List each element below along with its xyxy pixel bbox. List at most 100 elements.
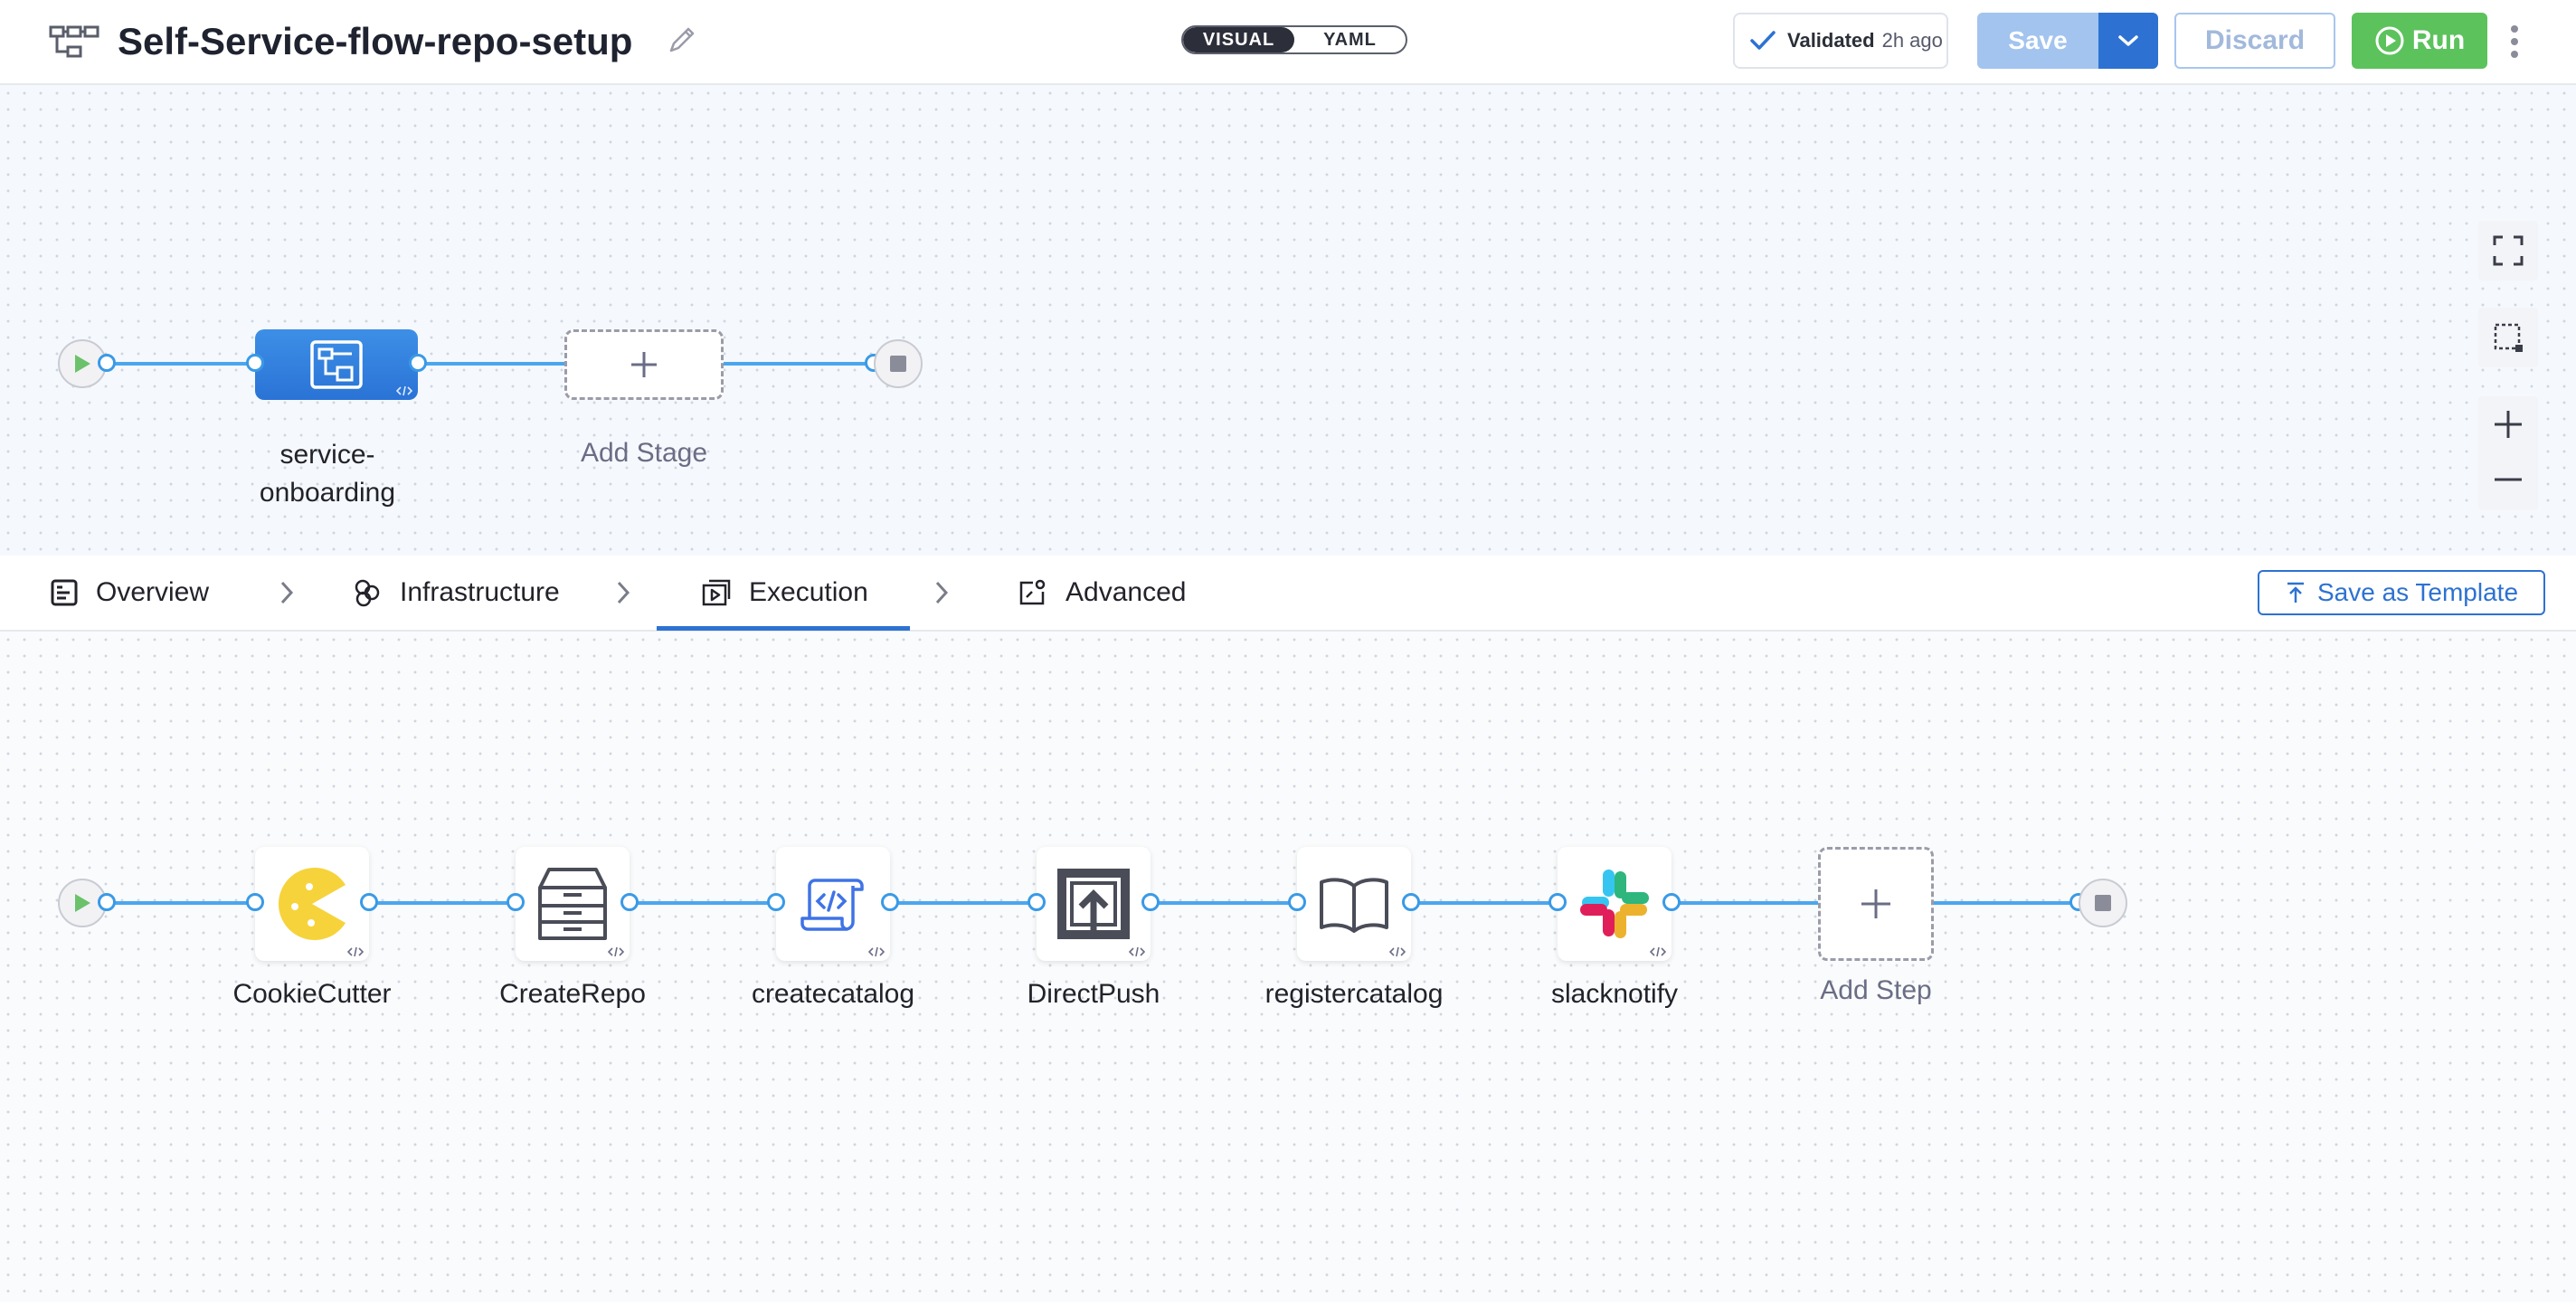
save-as-template-button[interactable]: Save as Template bbox=[2258, 570, 2545, 615]
stage-node-service-onboarding[interactable] bbox=[255, 329, 418, 400]
chevron-right-icon bbox=[617, 581, 630, 604]
connector-port bbox=[767, 893, 785, 911]
scroll-code-icon bbox=[800, 879, 864, 931]
connector-port bbox=[1141, 893, 1160, 911]
infrastructure-icon bbox=[355, 579, 380, 607]
connector-port bbox=[1548, 893, 1567, 911]
execution-end-node bbox=[2079, 879, 2127, 927]
save-as-template-label: Save as Template bbox=[2316, 578, 2519, 606]
stage-canvas[interactable] bbox=[0, 85, 2576, 556]
zoom-controls bbox=[2478, 396, 2538, 510]
plus-icon bbox=[631, 352, 657, 377]
play-icon bbox=[75, 355, 90, 373]
code-icon bbox=[347, 946, 364, 957]
stage-connector bbox=[724, 362, 874, 366]
push-upload-icon bbox=[1057, 869, 1130, 939]
stage-connector bbox=[107, 362, 255, 366]
tab-execution[interactable]: Execution bbox=[702, 574, 868, 612]
code-icon bbox=[1129, 946, 1145, 957]
cookiecutter-icon bbox=[278, 868, 346, 940]
visual-yaml-toggle[interactable]: VISUAL YAML bbox=[1181, 25, 1407, 54]
stop-icon bbox=[890, 356, 906, 372]
pencil-edit-icon[interactable] bbox=[666, 24, 698, 56]
code-icon bbox=[608, 946, 624, 957]
more-options-icon[interactable] bbox=[2505, 22, 2524, 62]
connector-port bbox=[1402, 893, 1420, 911]
expand-icon bbox=[2493, 235, 2524, 266]
validation-badge[interactable]: Validated 2h ago bbox=[1733, 13, 1948, 69]
step-label: CookieCutter bbox=[232, 979, 392, 1009]
step-label: registercatalog bbox=[1264, 979, 1444, 1009]
slack-icon bbox=[1580, 870, 1649, 938]
step-node-cookiecutter[interactable] bbox=[255, 847, 369, 961]
chevron-down-icon bbox=[2118, 35, 2138, 46]
step-label: DirectPush bbox=[1027, 979, 1160, 1009]
stage-connector bbox=[418, 362, 564, 366]
connector-port bbox=[1662, 893, 1681, 911]
connector-port bbox=[620, 893, 639, 911]
connector-port bbox=[98, 354, 116, 372]
step-node-registercatalog[interactable] bbox=[1297, 847, 1411, 961]
connector-port bbox=[98, 893, 116, 911]
fit-to-screen-button[interactable] bbox=[2478, 221, 2538, 280]
save-button[interactable]: Save bbox=[1977, 13, 2098, 69]
connector-port bbox=[881, 893, 899, 911]
plus-icon bbox=[1861, 889, 1890, 918]
stage-tabs bbox=[0, 556, 2576, 632]
tab-overview-label: Overview bbox=[96, 577, 210, 607]
pipeline-icon bbox=[49, 25, 99, 58]
step-node-createcatalog[interactable] bbox=[776, 847, 890, 961]
pipeline-title: Self-Service-flow-repo-setup bbox=[118, 20, 633, 62]
execution-canvas[interactable] bbox=[0, 632, 2576, 1302]
code-icon bbox=[1650, 946, 1666, 957]
connector-port bbox=[409, 354, 427, 372]
cabinet-icon bbox=[538, 868, 607, 940]
connector-port bbox=[360, 893, 378, 911]
step-node-slacknotify[interactable] bbox=[1558, 847, 1672, 961]
step-node-createrepo[interactable] bbox=[516, 847, 630, 961]
tab-overview[interactable]: Overview bbox=[51, 574, 209, 612]
add-stage-label: Add Stage bbox=[580, 438, 708, 468]
code-icon bbox=[868, 946, 885, 957]
execution-icon bbox=[702, 579, 731, 606]
step-label: createcatalog bbox=[751, 979, 915, 1009]
tab-advanced[interactable]: Advanced bbox=[1018, 574, 1186, 612]
run-label: Run bbox=[2411, 25, 2466, 55]
advanced-icon bbox=[1019, 579, 1046, 605]
zoom-in-icon[interactable] bbox=[2478, 396, 2538, 452]
tab-execution-label: Execution bbox=[749, 577, 868, 607]
add-step-label: Add Step bbox=[1820, 975, 1932, 1005]
connector-port bbox=[246, 893, 264, 911]
tab-advanced-label: Advanced bbox=[1065, 577, 1187, 607]
connector-port bbox=[1288, 893, 1306, 911]
validated-time: 2h ago bbox=[1881, 29, 1943, 52]
pipeline-end-node bbox=[874, 339, 923, 388]
tab-infrastructure-label: Infrastructure bbox=[400, 577, 560, 607]
toggle-yaml[interactable]: YAML bbox=[1323, 30, 1377, 50]
overview-icon bbox=[51, 579, 78, 606]
step-label: CreateRepo bbox=[499, 979, 646, 1009]
step-node-directpush[interactable] bbox=[1037, 847, 1151, 961]
save-dropdown-button[interactable] bbox=[2098, 13, 2158, 69]
chevron-right-icon bbox=[280, 581, 294, 604]
book-icon bbox=[1320, 878, 1388, 933]
validated-label: Validated bbox=[1787, 29, 1875, 52]
run-button[interactable]: Run bbox=[2352, 13, 2487, 69]
select-area-button[interactable] bbox=[2478, 308, 2538, 367]
play-icon bbox=[75, 894, 90, 912]
marquee-select-icon bbox=[2494, 323, 2523, 352]
add-step-button[interactable] bbox=[1818, 847, 1934, 961]
discard-button[interactable]: Discard bbox=[2174, 13, 2335, 69]
stage-custom-icon bbox=[310, 340, 363, 389]
stage-name-label: service- onboarding bbox=[259, 440, 396, 508]
connector-port bbox=[1028, 893, 1046, 911]
connector-port bbox=[246, 354, 264, 372]
tab-infrastructure[interactable]: Infrastructure bbox=[353, 574, 560, 612]
connector-port bbox=[507, 893, 525, 911]
active-tab-indicator bbox=[657, 626, 910, 631]
toggle-visual[interactable]: VISUAL bbox=[1183, 27, 1294, 52]
play-circle-icon bbox=[2375, 26, 2404, 55]
add-stage-button[interactable] bbox=[564, 329, 724, 400]
zoom-out-icon[interactable] bbox=[2478, 452, 2538, 508]
upload-icon bbox=[2287, 582, 2304, 603]
